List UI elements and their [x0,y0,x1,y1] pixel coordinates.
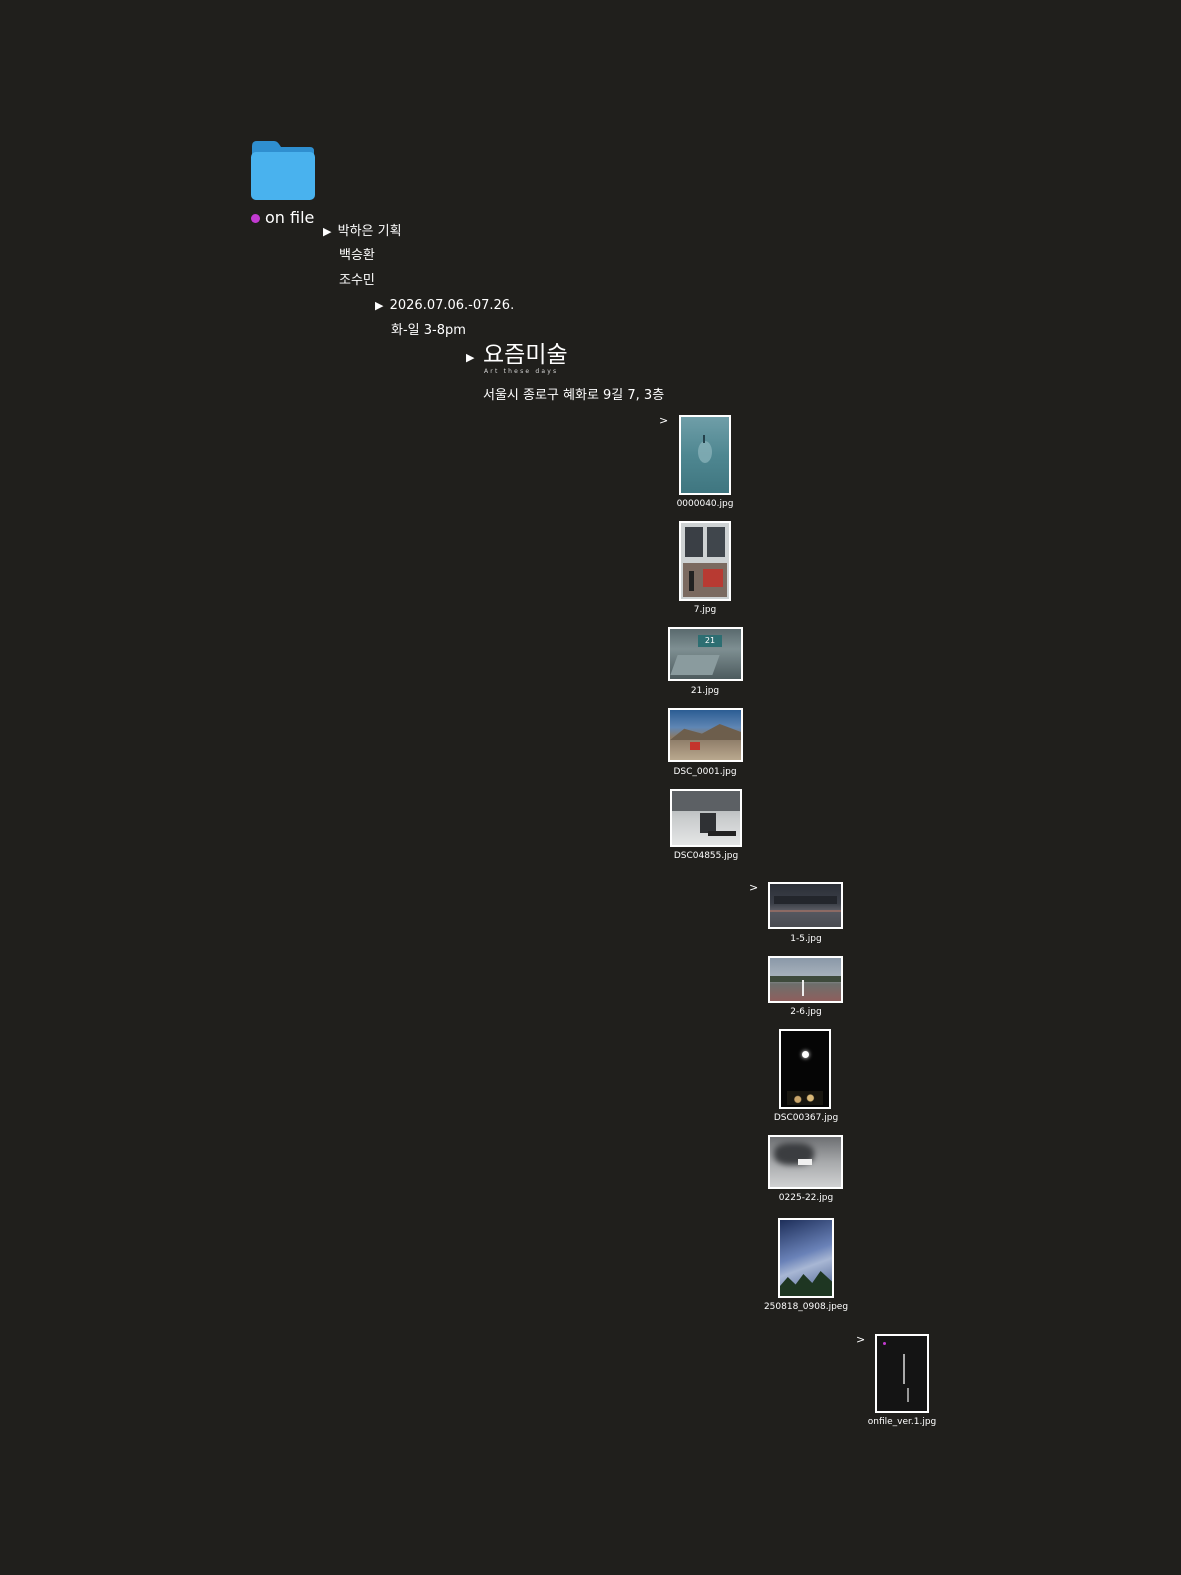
thumbnail-DSC00367[interactable] [779,1029,831,1109]
root-folder-label-row[interactable]: on file [251,208,314,228]
expand-chevron-icon[interactable]: > [749,881,759,894]
thumbnail-onfile_ver1[interactable] [875,1334,929,1413]
thumbnail-0000040[interactable] [679,415,731,495]
curator-name: 박하은 기획 [337,224,402,239]
file-name[interactable]: DSC_0001.jpg [673,767,737,777]
tree-item-dates[interactable]: ▶ 2026.07.06.-07.26. [375,298,514,314]
folder-icon[interactable] [250,140,316,202]
venue-logo[interactable]: 요즘미술 Art these days [483,342,568,376]
file-name[interactable]: 1-5.jpg [790,934,822,944]
expand-triangle-icon[interactable]: ▶ [323,225,332,238]
expand-triangle-icon[interactable]: ▶ [466,351,475,364]
expand-chevron-icon[interactable]: > [659,414,669,427]
file-name[interactable]: onfile_ver.1.jpg [867,1417,937,1427]
venue-logo-english: Art these days [484,368,559,375]
expand-chevron-icon[interactable]: > [856,1333,866,1346]
status-dot [251,214,260,223]
thumbnail-7[interactable] [679,521,731,601]
file-name[interactable]: 7.jpg [693,605,717,615]
thumbnail-DSC_0001[interactable] [668,708,743,762]
opening-hours: 화-일 3-8pm [391,323,466,338]
artist-name: 조수민 [339,273,375,288]
artist-name: 백승환 [339,248,375,263]
file-name[interactable]: 21.jpg [690,686,720,696]
file-name[interactable]: DSC00367.jpg [773,1113,839,1123]
file-name[interactable]: 250818_0908.jpeg [763,1302,849,1312]
file-name[interactable]: 2-6.jpg [790,1007,822,1017]
thumbnail-21[interactable]: 21 [668,627,743,681]
root-folder-label: on file [265,208,315,227]
expand-triangle-icon[interactable]: ▶ [375,299,384,312]
venue-logo-korean: 요즘미술 [483,342,568,368]
file-name[interactable]: 0225-22.jpg [778,1193,834,1203]
thumbnail-sign: 21 [698,635,722,647]
venue-address: 서울시 종로구 혜화로 9길 7, 3층 [483,388,665,403]
thumbnail-2-6[interactable] [768,956,843,1003]
file-name[interactable]: 0000040.jpg [676,499,734,509]
file-name[interactable]: DSC04855.jpg [673,851,739,861]
exhibition-dates: 2026.07.06.-07.26. [389,298,515,313]
thumbnail-250818_0908[interactable] [778,1218,834,1298]
tree-item-curator[interactable]: ▶ 박하은 기획 [323,224,402,240]
thumbnail-DSC04855[interactable] [670,789,742,847]
thumbnail-0225-22[interactable] [768,1135,843,1189]
thumbnail-1-5[interactable] [768,882,843,929]
